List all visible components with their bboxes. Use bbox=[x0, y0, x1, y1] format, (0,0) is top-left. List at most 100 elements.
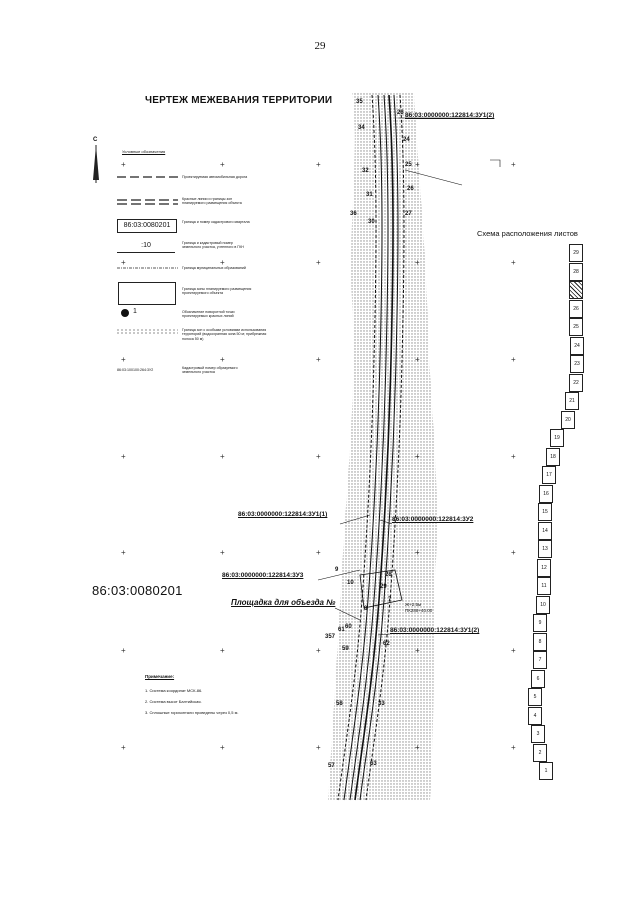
grid-cross-icon: + bbox=[220, 258, 225, 267]
sheet-5: 5 bbox=[528, 688, 542, 706]
point-label: 30 bbox=[368, 219, 375, 225]
sheet-scheme-title: Схема расположения листов bbox=[477, 229, 578, 238]
annotation: Ж+2.5м bbox=[405, 602, 422, 607]
grid-cross-icon: + bbox=[511, 160, 516, 169]
north-arrow-icon bbox=[93, 145, 99, 183]
north-label: С bbox=[93, 137, 98, 143]
grid-cross-icon: + bbox=[511, 646, 516, 655]
legend-item-quarter: Граница и номер кадастрового квартала bbox=[182, 220, 250, 224]
grid-cross-icon: + bbox=[220, 743, 225, 752]
note-item: 2. Система высот Балтийская. bbox=[145, 699, 202, 704]
legend-line-samples bbox=[117, 176, 178, 334]
point-label: 62 bbox=[383, 641, 390, 647]
sheet-2: 2 bbox=[533, 743, 547, 762]
sheet-19: 19 bbox=[550, 429, 564, 447]
grid-cross-icon: + bbox=[316, 743, 321, 752]
sheet-4: 4 bbox=[528, 706, 542, 725]
grid-cross-icon: + bbox=[316, 548, 321, 557]
point-label: 34 bbox=[358, 125, 365, 131]
grid-cross-icon: + bbox=[220, 646, 225, 655]
sheet-15: 15 bbox=[538, 503, 552, 521]
point-label: 25 bbox=[405, 162, 412, 168]
point-label: 24 bbox=[403, 137, 410, 143]
point-label: 8 bbox=[364, 606, 368, 612]
grid-cross-icon: + bbox=[415, 548, 420, 557]
point-label: 27 bbox=[405, 211, 412, 217]
sheet-20: 20 bbox=[561, 410, 575, 429]
grid-cross-icon: + bbox=[121, 160, 126, 169]
legend-item-road: Проектируемая автомобильная дорога bbox=[182, 175, 248, 179]
grid-cross-icon: + bbox=[220, 355, 225, 364]
point-label: 35 bbox=[356, 99, 363, 105]
terrain-zone bbox=[328, 92, 437, 800]
point-label: 7 bbox=[388, 597, 392, 603]
grid-cross-icon: + bbox=[316, 258, 321, 267]
point-label: 61 bbox=[338, 627, 345, 633]
point-label: 9 bbox=[335, 567, 339, 573]
point-label: 58 bbox=[336, 701, 343, 707]
sheet-3: 3 bbox=[531, 725, 545, 743]
grid-cross-icon: + bbox=[220, 548, 225, 557]
legend-item-point: Обозначение поворотной точки проектируем… bbox=[182, 310, 235, 319]
grid-cross-icon: + bbox=[511, 452, 516, 461]
grid-cross-icon: + bbox=[121, 646, 126, 655]
legend-item-municipal: Граница муниципальных образований bbox=[182, 266, 246, 270]
point-label: 60 bbox=[345, 624, 352, 630]
legend-item-cadastral: Кадастровый номер образуемого земельного… bbox=[182, 366, 238, 375]
legend-quarter-sample: 86:03:0080201 bbox=[117, 219, 177, 233]
point-label: 26 bbox=[407, 186, 414, 192]
grid-cross-icon: + bbox=[316, 452, 321, 461]
page-number: 29 bbox=[314, 40, 326, 52]
sheet-29: 29 bbox=[569, 244, 583, 262]
legend-item-zone: Граница зоны планируемого размещения про… bbox=[182, 287, 252, 296]
point-label: 357 bbox=[325, 634, 336, 640]
sheet-21: 21 bbox=[565, 392, 579, 410]
grid-cross-icon: + bbox=[415, 160, 420, 169]
note-item: 3. Сплошные горизонтали проведены через … bbox=[145, 710, 239, 715]
sheet-16: 16 bbox=[539, 484, 553, 503]
point-label: 28 bbox=[385, 572, 392, 578]
grid-cross-icon: + bbox=[121, 743, 126, 752]
sheet-26: 26 bbox=[569, 299, 583, 318]
parcel-label: 86:03:0000000:122814:3У3 bbox=[222, 572, 304, 579]
point-label: 32 bbox=[362, 168, 369, 174]
grid-cross-icon: + bbox=[316, 355, 321, 364]
sheet-11: 11 bbox=[537, 577, 551, 595]
legend-item-red-lines: Красные линии и границы зон планируемого… bbox=[182, 197, 242, 206]
sheet-28: 28 bbox=[569, 262, 583, 281]
point-label: 33 bbox=[378, 701, 385, 707]
grid-cross-icon: + bbox=[511, 355, 516, 364]
point-label: 57 bbox=[328, 763, 335, 769]
grid-cross-icon: + bbox=[415, 743, 420, 752]
point-label: 23 bbox=[397, 110, 404, 116]
legend-item-special-zones: Граница зон с особыми условиями использо… bbox=[182, 328, 267, 341]
legend-header: Условные обозначения bbox=[122, 149, 166, 154]
grid-cross-icon: + bbox=[511, 258, 516, 267]
sheet-25: 25 bbox=[569, 318, 583, 336]
grid-cross-icon: + bbox=[316, 160, 321, 169]
grid-cross-icon: + bbox=[220, 160, 225, 169]
parcel-label: 86:03:0000000:122814:3У1(2) bbox=[390, 627, 480, 634]
quarter-number: 86:03:0080201 bbox=[92, 583, 183, 598]
platform-label: Площадка для объезда № bbox=[231, 598, 336, 607]
sheet-22: 22 bbox=[569, 373, 583, 392]
notes-header: Примечание: bbox=[145, 674, 175, 679]
road-corridor bbox=[337, 94, 405, 801]
sheet-23: 23 bbox=[570, 355, 584, 373]
grid-cross-icon: + bbox=[415, 646, 420, 655]
sheet-10: 10 bbox=[536, 595, 550, 614]
grid-cross-icon: + bbox=[121, 258, 126, 267]
sheet-24: 24 bbox=[570, 336, 584, 355]
parcel-label: 86:03:0000000:122814:3У2 bbox=[392, 516, 474, 523]
sheet-6: 6 bbox=[531, 669, 545, 688]
grid-cross-icon: + bbox=[121, 548, 126, 557]
sheet-8: 8 bbox=[533, 632, 547, 651]
sheet-12: 12 bbox=[537, 558, 551, 577]
sheet-18: 18 bbox=[546, 447, 560, 466]
grid-cross-icon: + bbox=[220, 452, 225, 461]
grid-cross-icon: + bbox=[511, 548, 516, 557]
point-label: 29 bbox=[380, 584, 387, 590]
sheet-17: 17 bbox=[542, 466, 556, 484]
